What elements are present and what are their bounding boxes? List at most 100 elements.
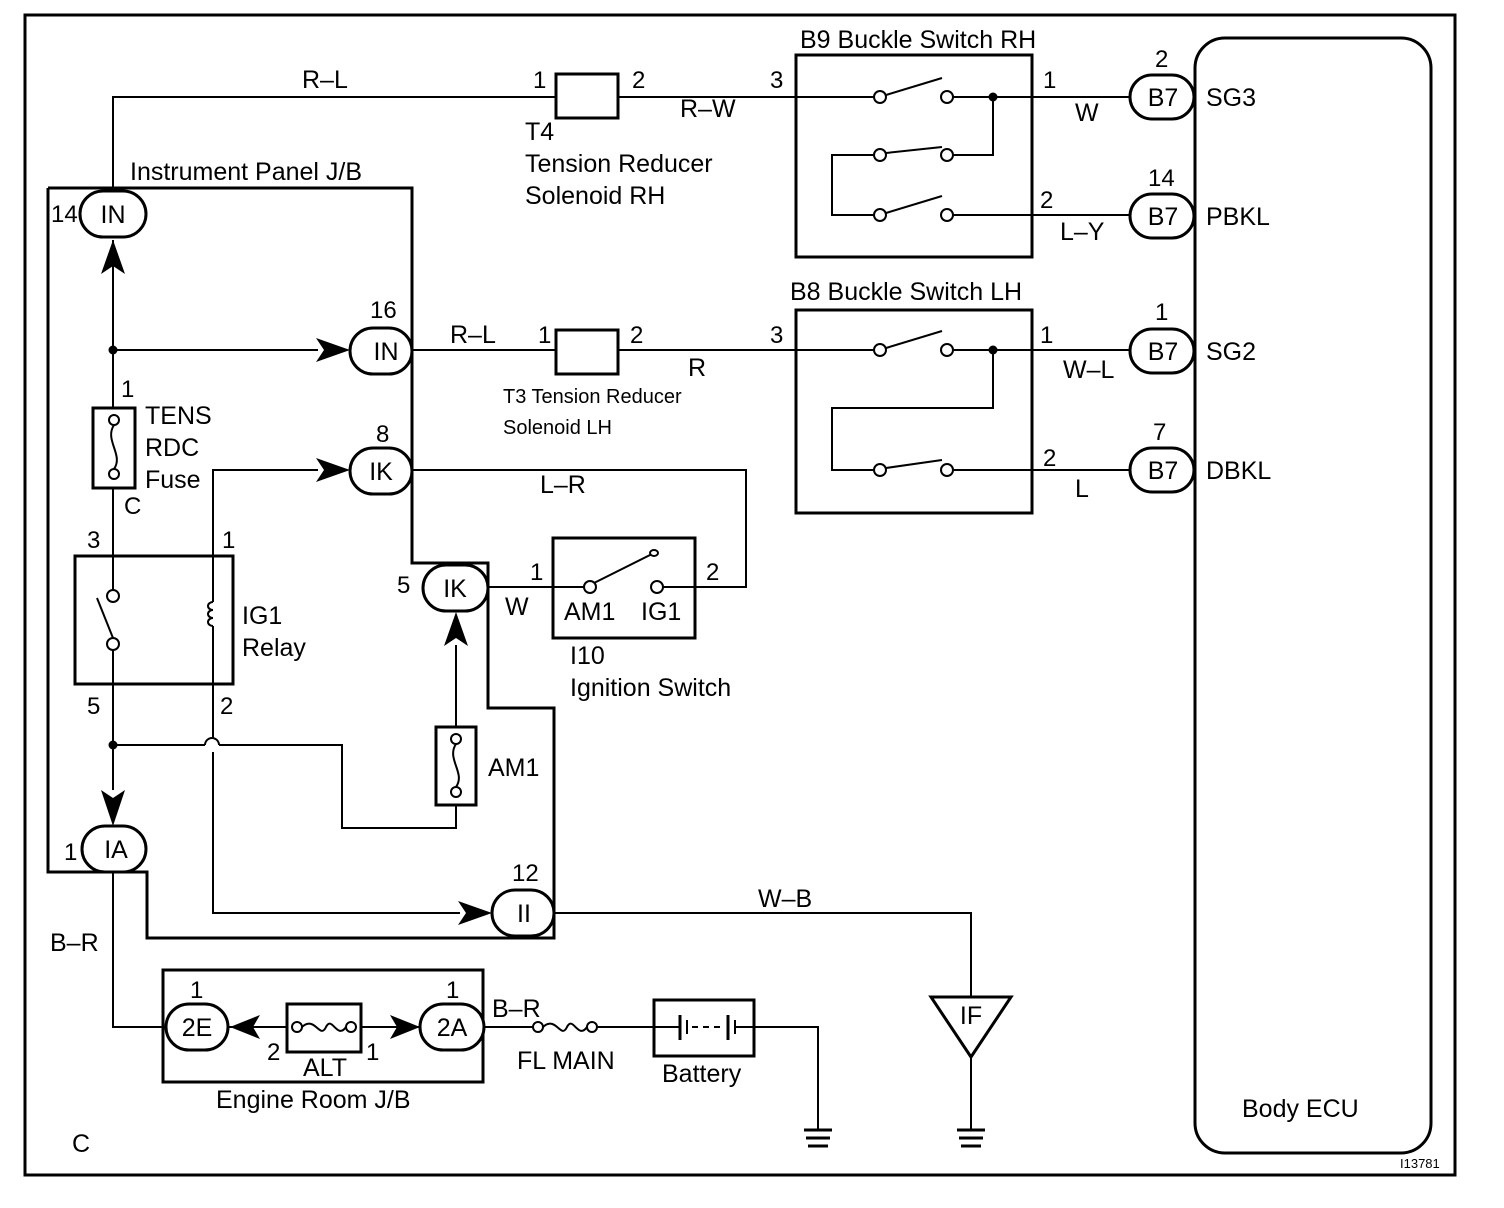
svg-text:3: 3 [770, 67, 783, 94]
svg-text:2E: 2E [182, 1014, 213, 1042]
svg-text:2: 2 [220, 693, 233, 720]
arrow-ia1 [101, 790, 125, 826]
am1-fuse-label: AM1 [488, 754, 539, 782]
svg-text:1: 1 [533, 67, 546, 94]
svg-text:B–R: B–R [492, 995, 541, 1023]
svg-text:2: 2 [1043, 445, 1056, 472]
t4-solenoid [554, 72, 620, 120]
svg-text:5: 5 [87, 693, 100, 720]
connector-ik5 [421, 563, 490, 613]
svg-text:IN: IN [374, 338, 399, 366]
connector-b7-sg2 [1128, 327, 1196, 375]
fuse-tens-line1: TENS [145, 402, 212, 430]
t3-line1: T3 Tension Reducer [503, 386, 682, 408]
arrow-ik5 [444, 612, 468, 646]
b8-title: B8 Buckle Switch LH [790, 278, 1022, 306]
fl-main-label: FL MAIN [517, 1047, 615, 1075]
connector-b7-sg3 [1128, 73, 1196, 121]
svg-text:12: 12 [512, 860, 539, 887]
body-ecu-label: Body ECU [1242, 1095, 1359, 1123]
svg-text:L: L [1075, 475, 1089, 503]
svg-text:B–R: B–R [50, 929, 99, 957]
svg-text:3: 3 [87, 527, 100, 554]
battery-icon [654, 1015, 754, 1040]
svg-text:IG1: IG1 [641, 598, 681, 626]
ground-if-triangle [928, 995, 1014, 1060]
connector-ii12 [490, 888, 556, 938]
fuse-tens-line2: RDC [145, 434, 199, 462]
alt-fuse-icon [291, 1021, 357, 1033]
arrow-alt-left [230, 1015, 260, 1039]
arrow-alt-right [390, 1015, 420, 1039]
svg-text:R–L: R–L [450, 321, 496, 349]
svg-text:R–W: R–W [680, 95, 736, 123]
svg-text:DBKL: DBKL [1206, 457, 1271, 485]
relay-line2: Relay [242, 634, 306, 662]
connector-ik8 [348, 446, 414, 496]
svg-text:2: 2 [1040, 187, 1053, 214]
svg-text:1: 1 [190, 977, 203, 1004]
svg-text:1: 1 [538, 322, 551, 349]
svg-text:1: 1 [366, 1039, 379, 1066]
svg-text:SG3: SG3 [1206, 84, 1256, 112]
fl-main-link [532, 1021, 598, 1033]
ignition-name: Ignition Switch [570, 674, 731, 702]
ignition-code: I10 [570, 642, 605, 670]
svg-text:AM1: AM1 [564, 598, 615, 626]
svg-text:2: 2 [1155, 46, 1168, 73]
svg-text:R: R [688, 354, 706, 382]
svg-text:IK: IK [369, 458, 393, 486]
svg-text:B7: B7 [1148, 457, 1179, 485]
svg-text:2A: 2A [437, 1014, 468, 1042]
svg-text:1: 1 [121, 376, 134, 403]
connector-b7-dbkl [1128, 446, 1196, 494]
connector-2e [164, 1002, 230, 1052]
ignition-switch-icon [553, 549, 695, 594]
t4-line1: Tension Reducer [525, 150, 713, 178]
svg-text:W: W [505, 593, 529, 621]
t3-line2: Solenoid LH [503, 417, 612, 439]
svg-text:1: 1 [446, 977, 459, 1004]
fuse-icon [108, 414, 120, 480]
b8-switch-contacts [796, 330, 1032, 477]
connector-2a [418, 1002, 486, 1052]
t4-line2: Solenoid RH [525, 182, 665, 210]
am1-fuse-icon [450, 733, 462, 798]
svg-text:B7: B7 [1148, 84, 1179, 112]
svg-text:3: 3 [770, 322, 783, 349]
svg-text:16: 16 [370, 297, 397, 324]
ground-icon-battery [804, 1128, 832, 1148]
engine-room-jb-label: Engine Room J/B [216, 1086, 411, 1114]
svg-text:B7: B7 [1148, 203, 1179, 231]
svg-text:IA: IA [104, 836, 128, 864]
svg-text:W–B: W–B [758, 885, 812, 913]
svg-text:2: 2 [632, 67, 645, 94]
relay-switch-icon [96, 556, 120, 684]
svg-text:1: 1 [222, 527, 235, 554]
svg-text:7: 7 [1153, 419, 1166, 446]
relay-line1: IG1 [242, 602, 282, 630]
b9-switch-contacts [796, 77, 1032, 222]
svg-text:1: 1 [1155, 299, 1168, 326]
svg-text:W–L: W–L [1063, 356, 1115, 384]
svg-text:C: C [124, 493, 141, 520]
arrow-in16 [316, 338, 350, 362]
b8-buckle-switch-box [794, 308, 1034, 515]
relay-coil-icon [207, 556, 214, 684]
svg-text:L–R: L–R [540, 471, 586, 499]
ig1-relay-box [73, 554, 235, 686]
t3-solenoid [554, 328, 620, 376]
connector-b7-pbkl [1128, 192, 1196, 240]
wire-top-rl [112, 96, 555, 188]
svg-text:1: 1 [530, 559, 543, 586]
connector-ia1 [80, 824, 148, 874]
svg-text:II: II [517, 900, 531, 928]
svg-text:IK: IK [443, 575, 467, 603]
svg-text:SG2: SG2 [1206, 338, 1256, 366]
svg-text:W: W [1075, 99, 1099, 127]
diagram-id: I13781 [1400, 1156, 1440, 1171]
svg-text:1: 1 [64, 839, 77, 866]
svg-text:1: 1 [1040, 322, 1053, 349]
svg-text:PBKL: PBKL [1206, 203, 1270, 231]
